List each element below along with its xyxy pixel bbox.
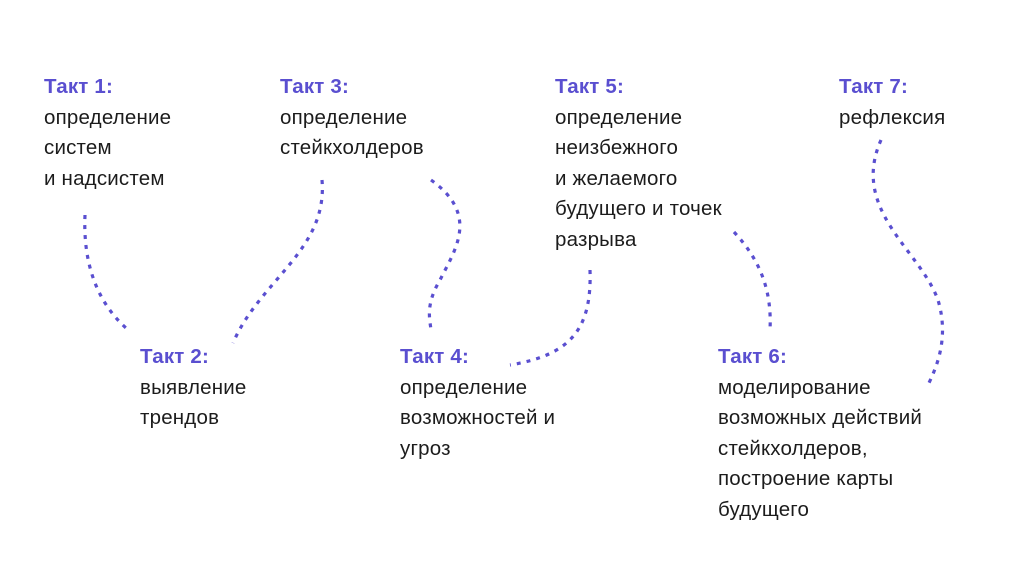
step-text: стейкхолдеров, xyxy=(718,436,868,460)
step-text: определение xyxy=(280,105,408,129)
step-text: неизбежного xyxy=(555,136,679,159)
step-text: угроз xyxy=(400,436,451,460)
step-4: Такт 4: определение возможностей и угроз xyxy=(400,342,555,464)
step-title: Такт 6: xyxy=(718,345,788,368)
step-6: Такт 6: моделирование возможных действий… xyxy=(718,342,922,525)
step-title: Такт 3: xyxy=(280,75,350,98)
step-text: определение xyxy=(400,375,528,399)
connector-1-2 xyxy=(83,214,128,330)
step-text: разрыва xyxy=(555,227,637,251)
step-text: стейкхолдеров xyxy=(280,136,424,159)
step-text: будущего и точек xyxy=(555,197,722,220)
connector-3-4 xyxy=(427,178,462,331)
step-2: Такт 2: выявление трендов xyxy=(140,342,246,434)
step-text: определение xyxy=(44,105,172,129)
step-title: Такт 2: xyxy=(140,345,210,368)
step-text: возможных действий xyxy=(718,406,923,429)
step-title: Такт 5: xyxy=(555,75,625,98)
step-title: Такт 7: xyxy=(839,75,909,98)
connector-6-7 xyxy=(871,139,945,386)
step-text: трендов xyxy=(140,406,220,429)
step-text: систем xyxy=(44,136,112,159)
connector-5-6 xyxy=(732,230,772,331)
step-text: построение карты xyxy=(718,467,894,490)
step-text: возможностей и xyxy=(400,406,556,429)
connector-2-3 xyxy=(231,179,324,344)
step-title: Такт 1: xyxy=(44,75,114,98)
step-7: Такт 7: рефлексия xyxy=(839,72,945,133)
step-text: и желаемого xyxy=(555,166,678,190)
step-text: будущего xyxy=(718,497,810,521)
step-title: Такт 4: xyxy=(400,345,470,368)
step-text: и надсистем xyxy=(44,166,165,190)
step-5: Такт 5: определение неизбежного и желаем… xyxy=(555,72,722,255)
step-text: рефлексия xyxy=(839,105,946,129)
connector-4-5 xyxy=(509,269,592,367)
step-text: моделирование xyxy=(718,375,871,399)
step-1: Такт 1: определение систем и надсистем xyxy=(44,72,171,194)
step-text: выявление xyxy=(140,375,247,399)
step-text: определение xyxy=(555,105,683,129)
step-3: Такт 3: определение стейкхолдеров xyxy=(280,72,424,164)
